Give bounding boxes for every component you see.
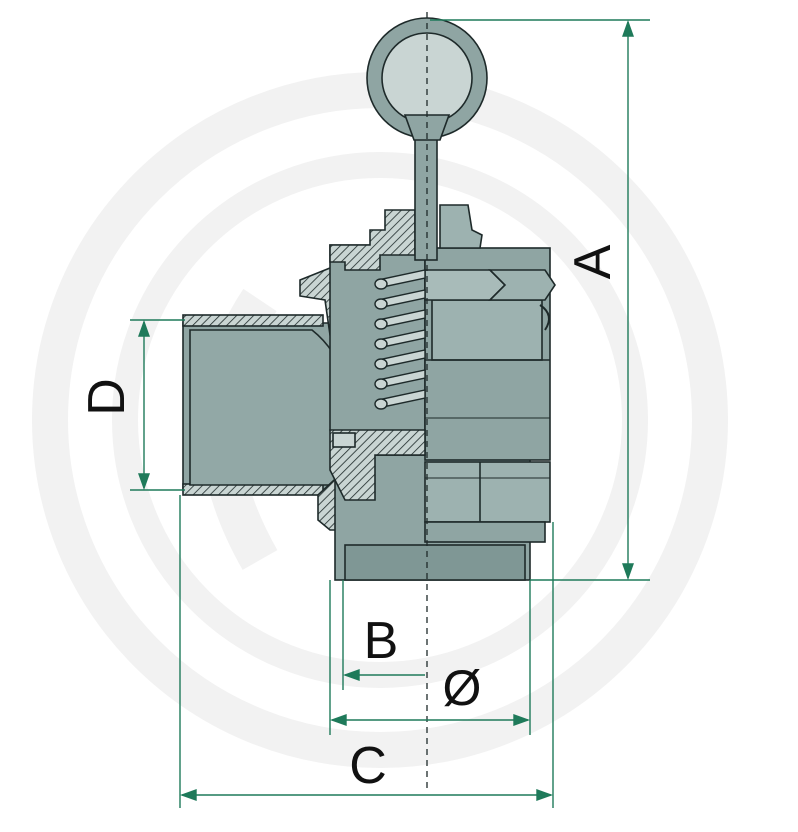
- upper-nut-hex-right: [488, 269, 556, 301]
- dimension-label-diameter: Ø: [443, 660, 482, 716]
- retaining-clip: [539, 304, 550, 331]
- dimension-lines: [130, 19, 650, 808]
- inlet-bore: [189, 329, 351, 486]
- upper-nut-face: [431, 299, 543, 361]
- spring: [374, 269, 426, 410]
- valve-body: [182, 17, 556, 581]
- top-cap-right: [439, 204, 483, 249]
- lower-nut: [424, 461, 551, 523]
- dimension-label-d: D: [78, 378, 136, 416]
- lower-thread: [344, 544, 526, 581]
- upper-nut-hex: [424, 269, 507, 301]
- dimension-label-b: B: [364, 612, 399, 670]
- seat-washer: [332, 432, 356, 448]
- dimension-label-c: C: [349, 737, 387, 795]
- lower-collar: [424, 521, 546, 543]
- inlet-wall-top: [182, 314, 324, 327]
- dimension-label-a: A: [564, 244, 622, 279]
